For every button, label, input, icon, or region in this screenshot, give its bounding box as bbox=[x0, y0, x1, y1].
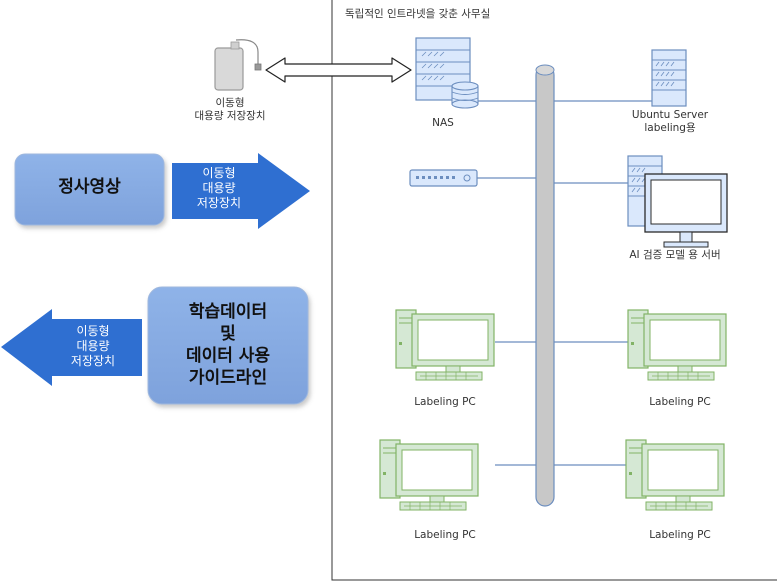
drive-label-line2: 대용량 저장장치 bbox=[194, 110, 266, 122]
external-drive-icon bbox=[214, 39, 262, 91]
output-box-line4: 가이드라인 bbox=[188, 368, 268, 388]
output-box-label: 학습데이터 및 데이터 사용 가이드라인 bbox=[148, 301, 308, 389]
network-bus bbox=[535, 64, 555, 507]
labeling-pc-icon-1 bbox=[395, 309, 495, 381]
input-arrow-line2: 대용량 bbox=[202, 181, 236, 195]
pc1-label: Labeling PC bbox=[414, 396, 476, 408]
pc2-label: Labeling PC bbox=[649, 396, 711, 408]
ubuntu-label-line2: labeling용 bbox=[644, 122, 696, 134]
drive-label: 이동형 대용량 저장장치 bbox=[180, 97, 280, 123]
ai-server-icon bbox=[627, 155, 728, 248]
input-box-label: 정사영상 bbox=[58, 177, 121, 197]
output-arrow-line1: 이동형 bbox=[76, 324, 110, 338]
nas-server-icon bbox=[415, 37, 479, 109]
office-title: 독립적인 인트라넷을 갖춘 사무실 bbox=[345, 8, 491, 20]
nas-label: NAS bbox=[432, 117, 454, 129]
pc3-label: Labeling PC bbox=[414, 529, 476, 541]
ubuntu-server-icon bbox=[651, 49, 687, 107]
input-arrow-line1: 이동형 bbox=[202, 166, 236, 180]
input-arrow-label: 이동형 대용량 저장장치 bbox=[176, 166, 262, 211]
labeling-pc-icon-3 bbox=[379, 439, 479, 511]
output-box-line1: 학습데이터 bbox=[188, 302, 268, 322]
output-box-line2: 및 bbox=[220, 324, 236, 344]
output-arrow-line2: 대용량 bbox=[76, 339, 110, 353]
ubuntu-label: Ubuntu Server labeling용 bbox=[615, 109, 725, 135]
input-box-shape bbox=[14, 153, 165, 226]
output-box-shape bbox=[147, 286, 309, 405]
pc4-label: Labeling PC bbox=[649, 529, 711, 541]
labeling-pc-icon-2 bbox=[627, 309, 727, 381]
drive-nas-arrow bbox=[265, 57, 412, 83]
network-switch-icon bbox=[409, 169, 478, 187]
office-boundary bbox=[331, 0, 777, 581]
output-arrow-label: 이동형 대용량 저장장치 bbox=[50, 324, 136, 369]
bus-links bbox=[475, 100, 652, 466]
output-box-line3: 데이터 사용 bbox=[185, 346, 271, 366]
output-arrow-line3: 저장장치 bbox=[70, 354, 116, 368]
ubuntu-label-line1: Ubuntu Server bbox=[631, 109, 709, 121]
input-arrow-line3: 저장장치 bbox=[196, 196, 242, 210]
labeling-pc-icon-4 bbox=[625, 439, 725, 511]
ai-server-label: AI 검증 모델 용 서버 bbox=[629, 249, 721, 261]
drive-label-line1: 이동형 bbox=[215, 97, 245, 109]
input-arrow-shape bbox=[172, 153, 310, 229]
output-arrow-shape bbox=[1, 309, 142, 386]
